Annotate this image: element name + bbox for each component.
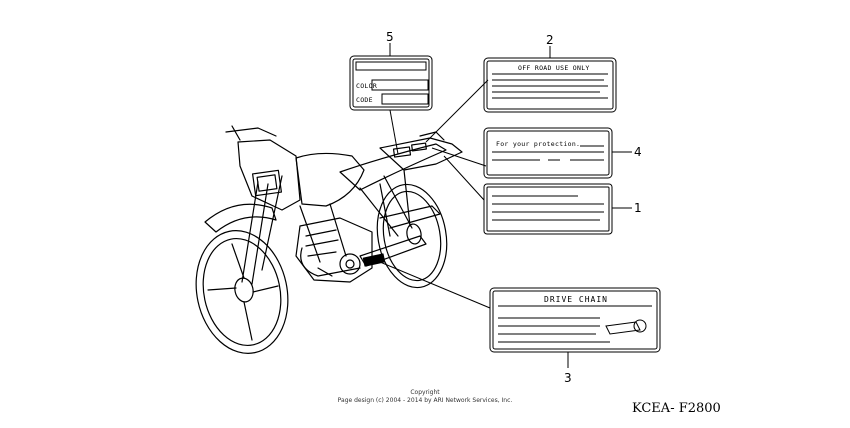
label4-title: For your protection. [496,140,580,148]
handlebar [225,125,277,141]
fuel-tank [295,152,365,207]
front-fender [204,203,277,233]
callout-3: 3 [564,371,572,385]
chain-label-position [362,253,386,267]
callout-2: 2 [546,33,554,47]
diagram-code: KCEA- F2800 [632,401,721,416]
label-1 [483,183,613,235]
label-3 [489,287,661,353]
label-5 [349,55,433,111]
label5-code-text: CODE [356,96,373,104]
leader-lines [379,43,632,368]
rear-wheel [376,183,448,289]
engine [295,217,373,283]
label2-title: OFF ROAD USE ONLY [518,64,590,72]
motorcycle-illustration [195,125,463,354]
label-4 [483,127,613,179]
headlight [251,169,283,197]
number-plate [237,139,301,211]
callout-1: 1 [634,201,642,215]
label-2 [483,57,617,113]
label3-title: DRIVE CHAIN [544,295,608,304]
label5-color-text: COLOR [356,82,377,90]
copyright-line-1: Copyright [410,389,440,396]
callout-4: 4 [634,145,642,159]
callout-5: 5 [386,30,394,44]
front-fork [241,175,283,285]
chain-tool-icon [605,321,641,335]
exhaust [300,205,441,277]
copyright-line-2: Page design (c) 2004 - 2014 by ARI Netwo… [338,397,513,404]
seat [339,143,447,191]
front-wheel [195,230,289,354]
